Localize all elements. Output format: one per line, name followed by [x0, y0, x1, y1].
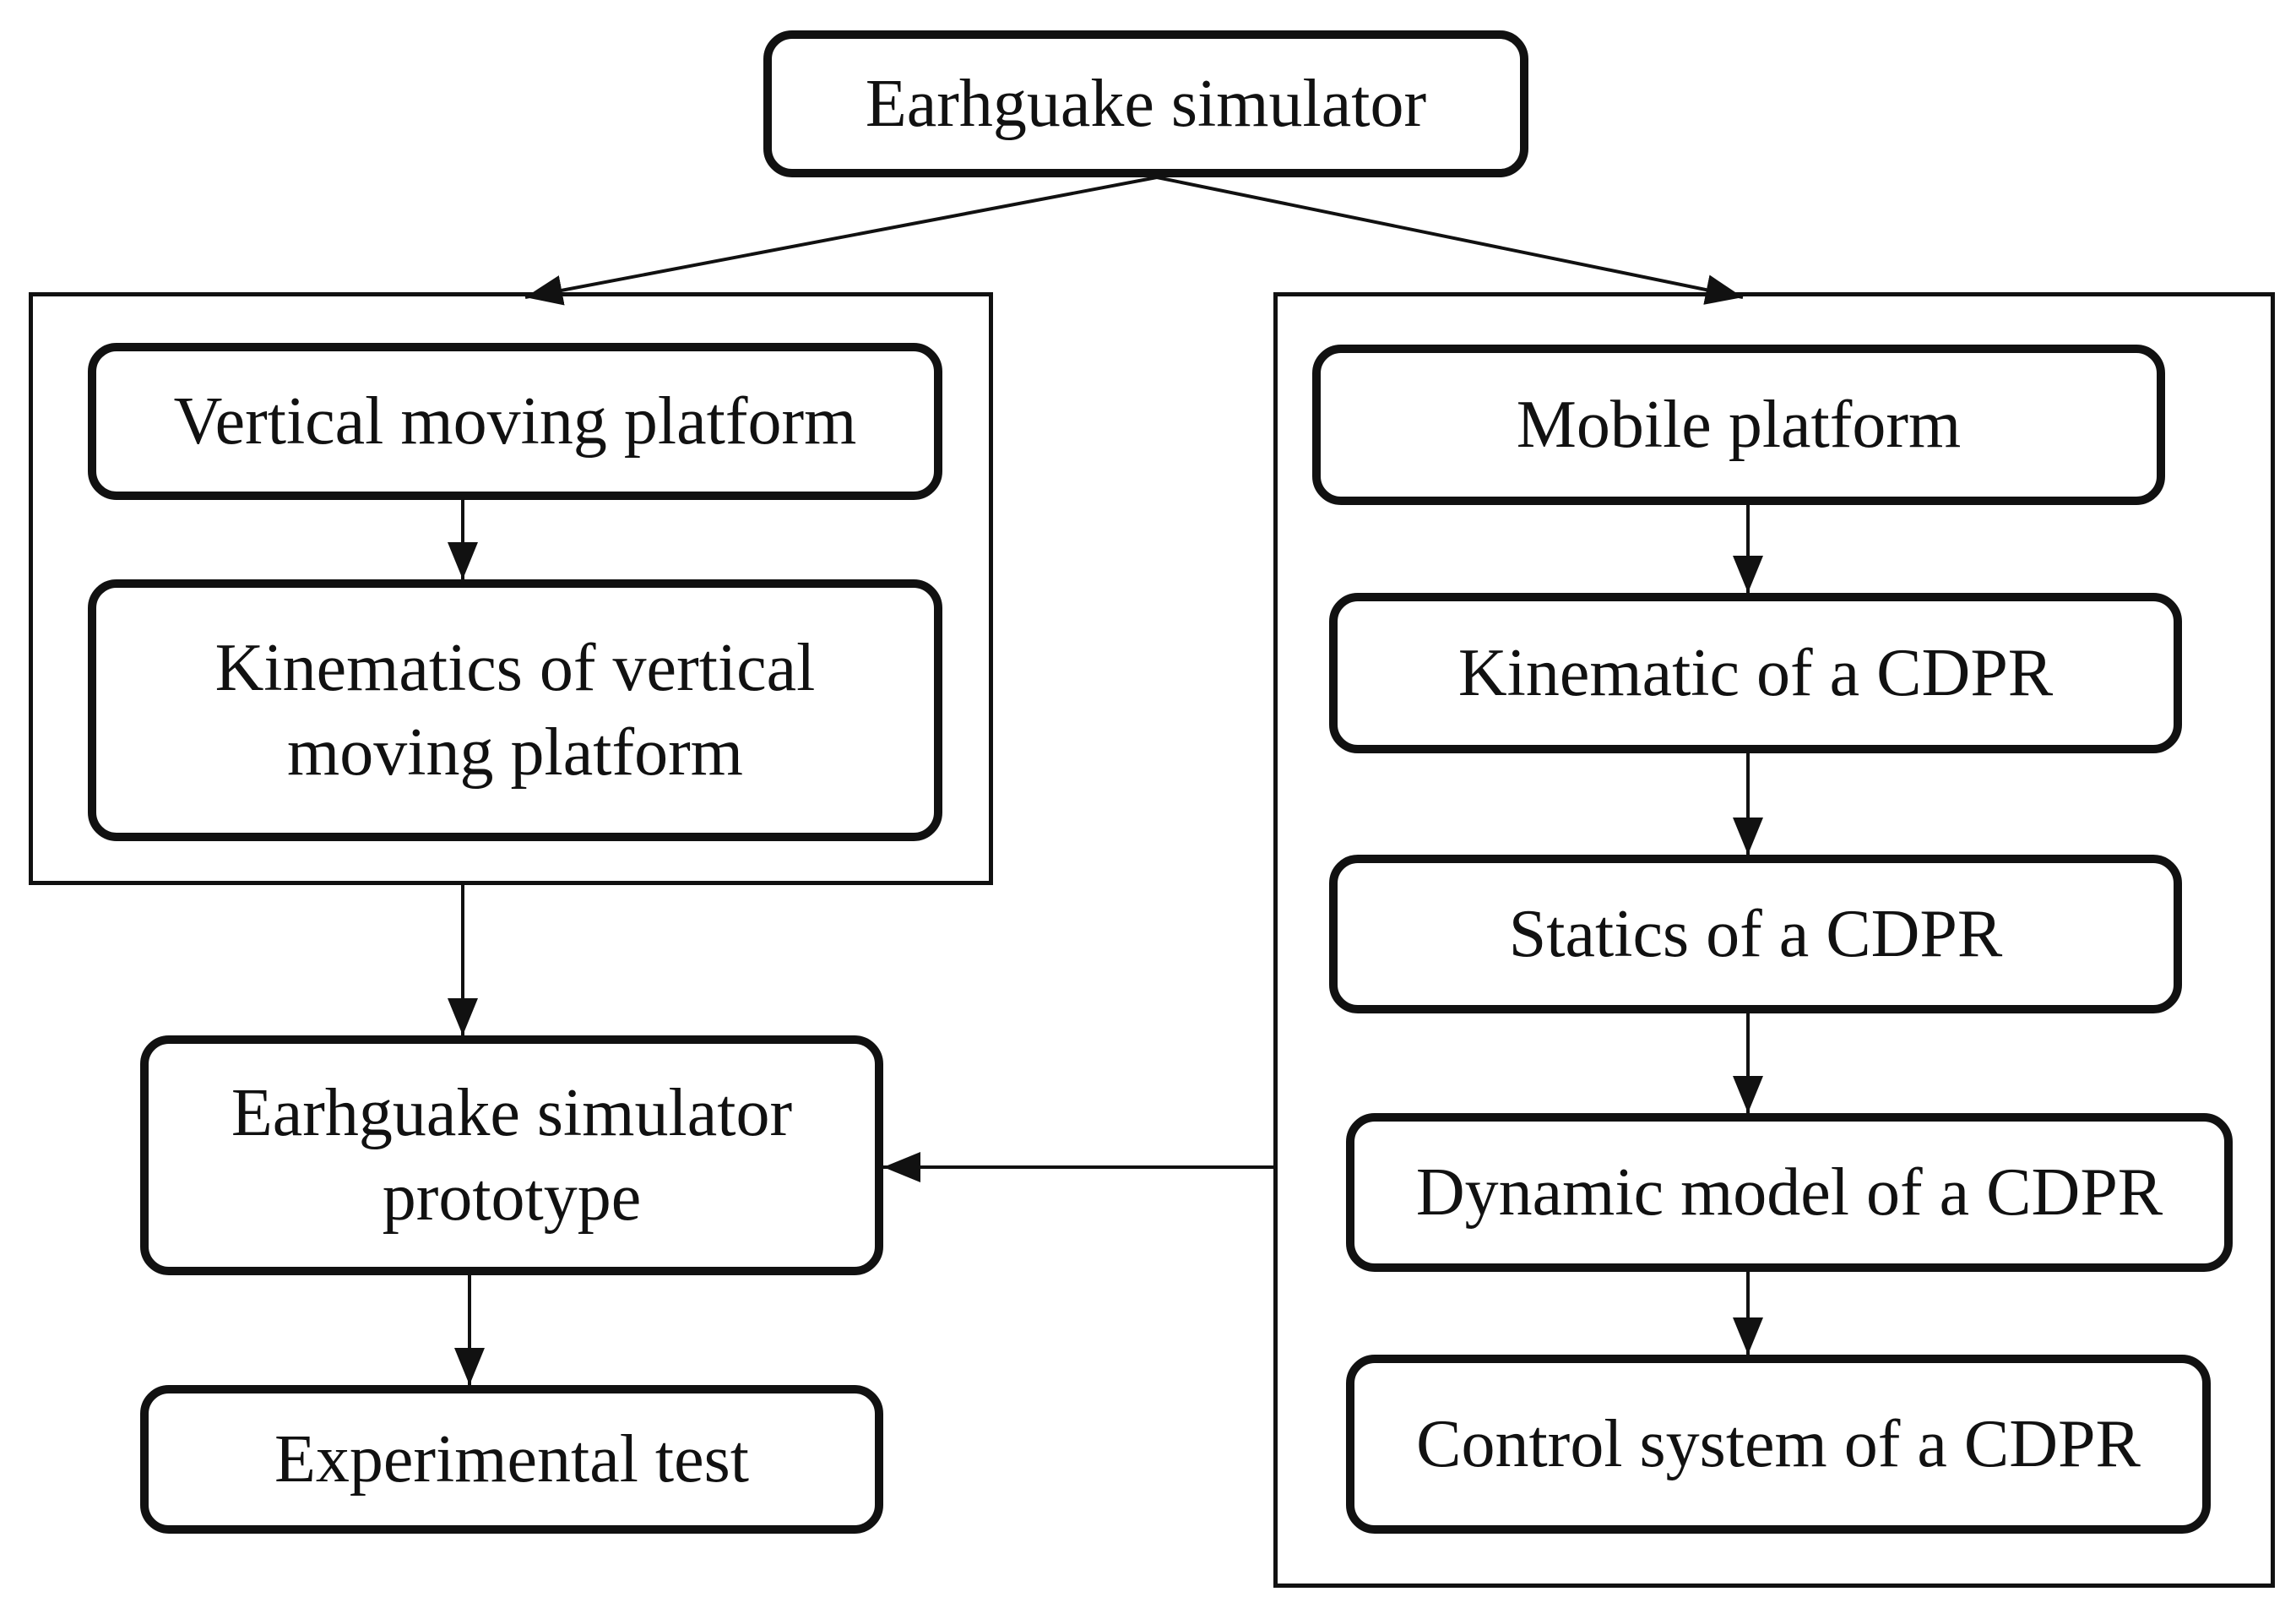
experimental-test-label: Experimental test [274, 1422, 750, 1497]
earthquake-simulator-node: Earhguake simulator [763, 30, 1528, 177]
experimental-test-node: Experimental test [140, 1385, 883, 1534]
prototype-label-line1: Earhguake simulator [231, 1076, 793, 1150]
dynamic-model-cdpr-label: Dynamic model of a CDPR [1415, 1155, 2163, 1230]
control-system-cdpr-label: Control system of a CDPR [1416, 1407, 2141, 1481]
kinematic-cdpr-node: Kinematic of a CDPR [1329, 593, 2182, 753]
control-system-cdpr-node: Control system of a CDPR [1346, 1355, 2211, 1534]
statics-cdpr-label: Statics of a CDPR [1508, 897, 2003, 971]
dynamic-model-cdpr-node: Dynamic model of a CDPR [1346, 1113, 2233, 1272]
arrow-top-to-right-group [1156, 176, 1744, 305]
kinematics-label-line2: moving platform [287, 715, 743, 790]
right-group [1273, 292, 2275, 1588]
kinematic-cdpr-label: Kinematic of a CDPR [1457, 636, 2054, 710]
mobile-platform-node: Mobile platform [1312, 345, 2165, 505]
mobile-platform-label: Mobile platform [1516, 388, 1962, 462]
kinematics-label-line1: Kinematics of vertical [214, 631, 816, 705]
kinematics-vertical-platform-node: Kinematics of vertical moving platform [88, 579, 942, 841]
simulator-prototype-node: Earhguake simulator prototype [140, 1035, 883, 1275]
earthquake-simulator-label: Earhguake simulator [865, 67, 1427, 141]
statics-cdpr-node: Statics of a CDPR [1329, 855, 2182, 1013]
left-group [29, 292, 993, 885]
arrow-top-to-left-group [524, 176, 1158, 306]
prototype-label-line2: prototype [382, 1160, 642, 1235]
vertical-moving-platform-label: Vertical moving platform [173, 384, 857, 459]
vertical-moving-platform-node: Vertical moving platform [88, 343, 942, 500]
